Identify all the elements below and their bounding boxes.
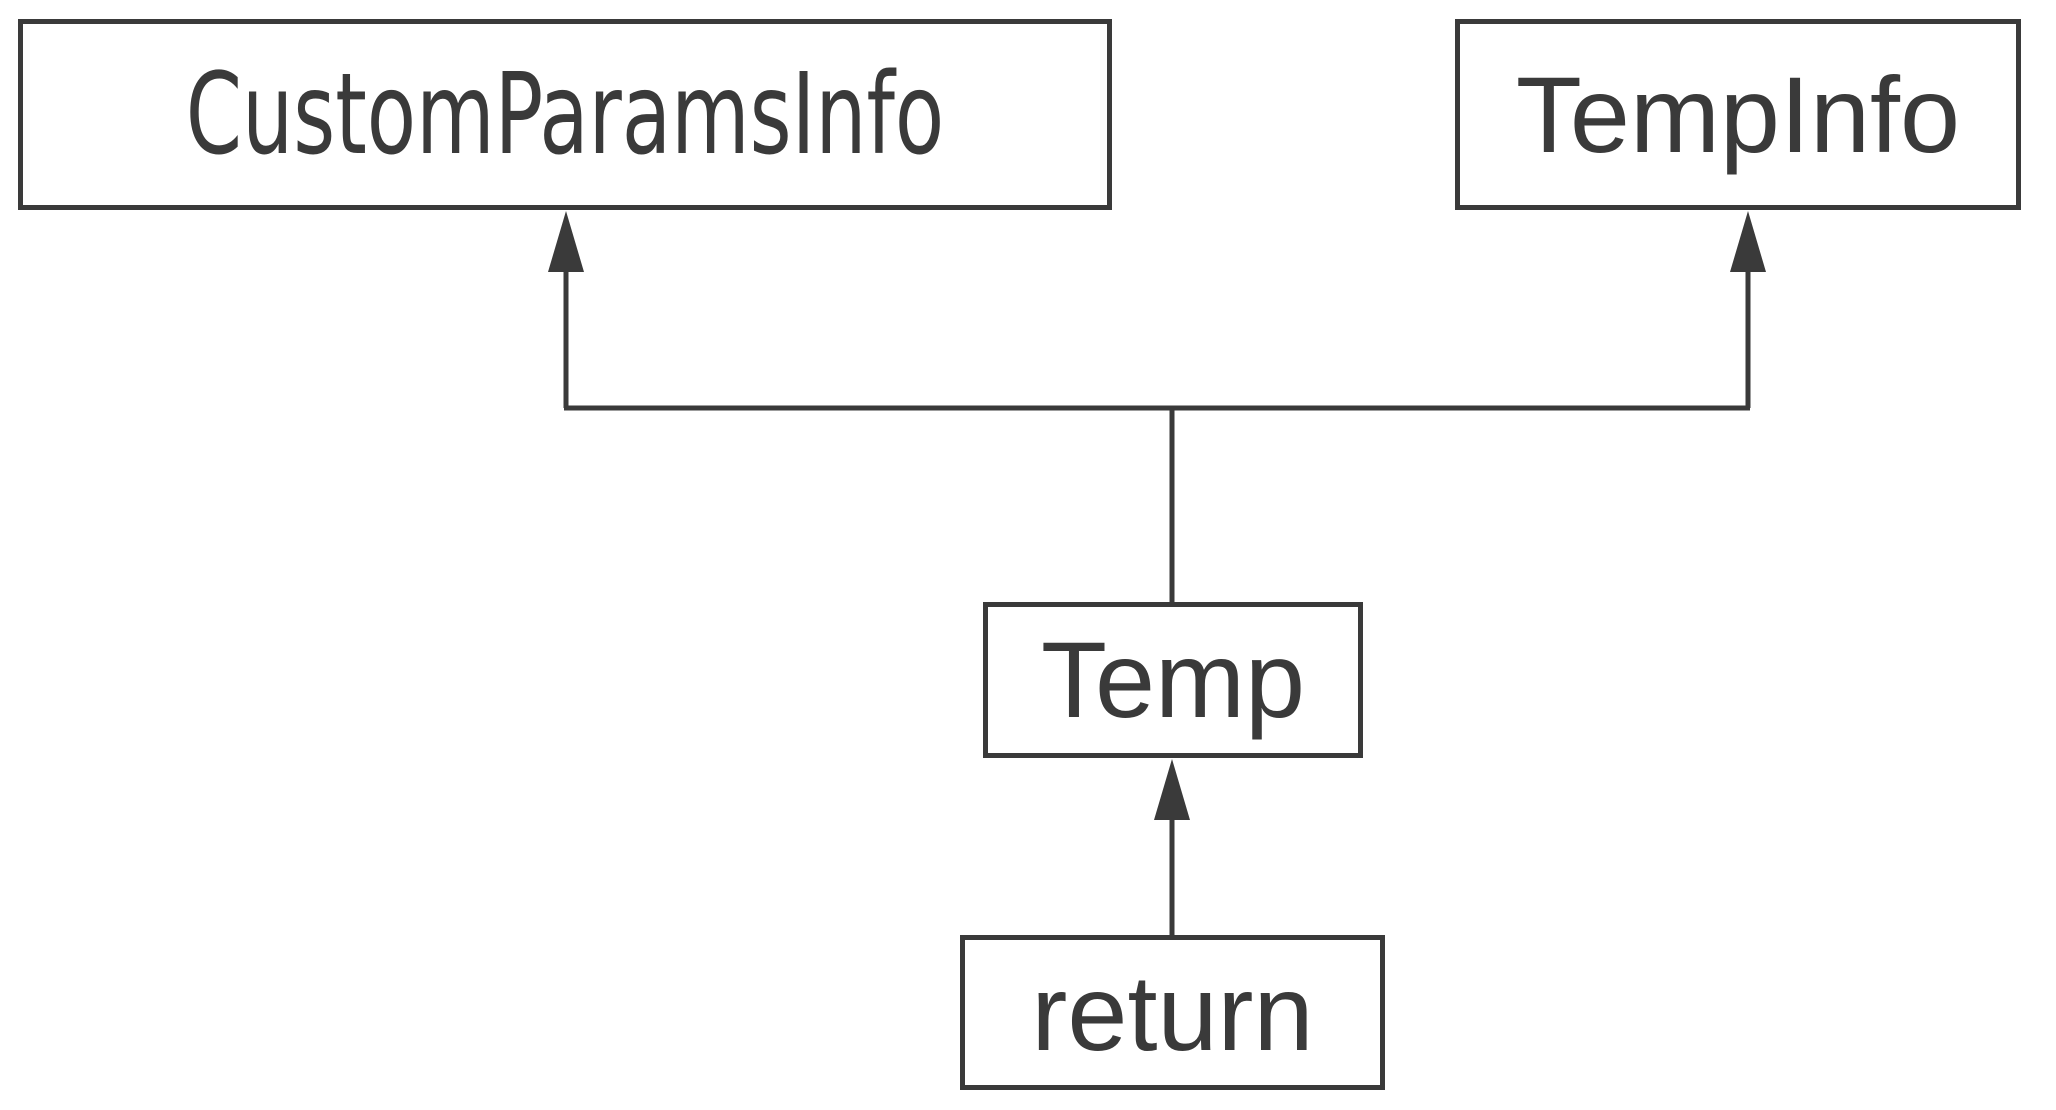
node-return[interactable]: return: [960, 935, 1385, 1090]
arrowhead-icon-temp: [1154, 759, 1190, 820]
node-label-custom-params-info: CustomParamsInfo: [185, 49, 945, 180]
node-label-temp-info: TempInfo: [1515, 53, 1961, 175]
node-temp[interactable]: Temp: [983, 602, 1363, 758]
node-temp-info[interactable]: TempInfo: [1455, 19, 2021, 210]
node-custom-params-info[interactable]: CustomParamsInfo: [18, 19, 1112, 210]
node-label-temp: Temp: [1040, 619, 1306, 740]
arrowhead-icon-tempinfo: [1730, 211, 1766, 272]
arrowhead-icon-customparamsinfo: [548, 211, 584, 272]
node-label-return: return: [1031, 951, 1314, 1073]
